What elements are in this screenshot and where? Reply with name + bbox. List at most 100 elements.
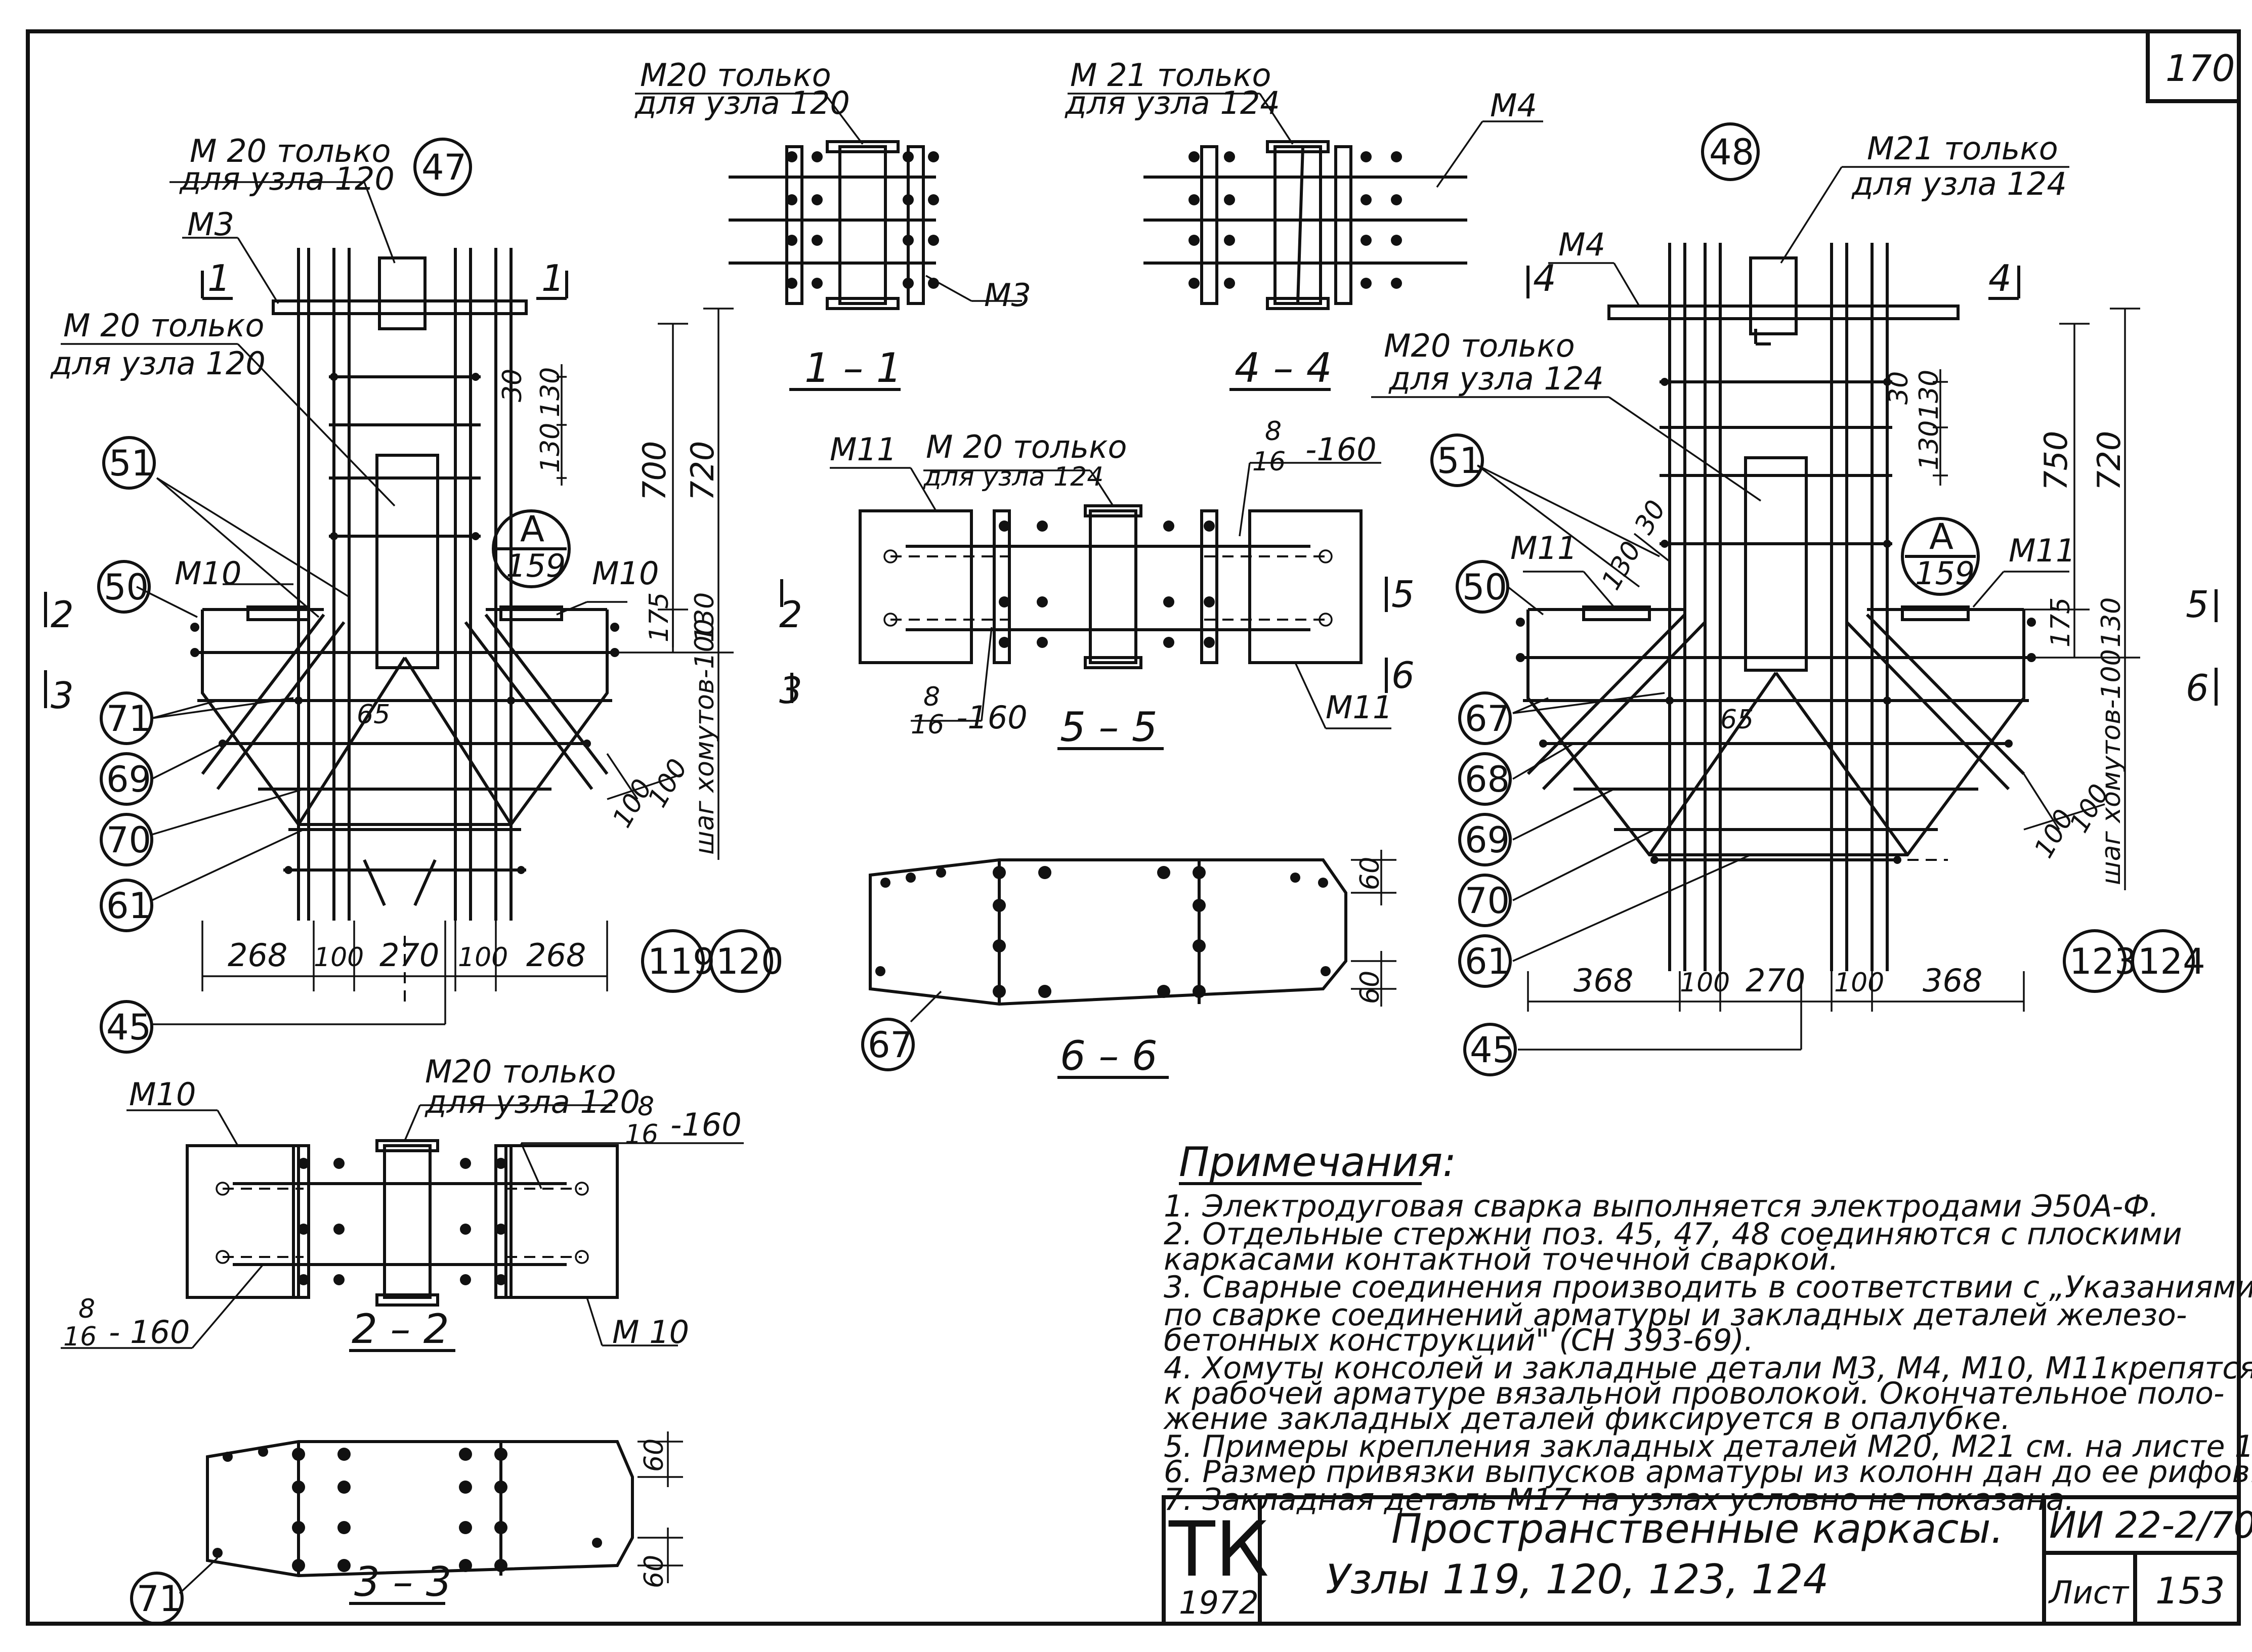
dim-right-130a: 130 xyxy=(1914,370,1944,420)
callout-68-right: 68 xyxy=(1465,759,1510,800)
callout-70-left: 70 xyxy=(106,819,151,861)
callout-67-mid-circle xyxy=(861,1018,915,1071)
rebar-spec-b-bot: 16 xyxy=(911,710,944,740)
label-for-node-120-c: для узла 120 xyxy=(634,84,850,121)
dim-right-65: 65 xyxy=(1720,705,1754,735)
callout-70-right: 70 xyxy=(1465,880,1510,922)
dim-right-30b: 30 xyxy=(1629,495,1672,539)
dim-left-700: 700 xyxy=(636,441,673,501)
callout-50-right: 50 xyxy=(1462,567,1507,608)
rebar-spec-c-top: 8 xyxy=(638,1092,654,1122)
label-m21-only-124-b: М21 только xyxy=(1867,130,2058,167)
note-line-7: 4. Хомуты консолей и закладные детали М3… xyxy=(1164,1351,2252,1386)
label-m20-only-120-d: М20 только xyxy=(425,1053,616,1090)
dim-right-b5: 368 xyxy=(1923,962,1982,999)
section-mark-6-mid: 6 xyxy=(1391,654,1415,697)
section-mark-1-left: 1 xyxy=(207,257,231,299)
section-title-4-4: 4 – 4 xyxy=(1235,344,1332,392)
label-m10-b: М10 xyxy=(592,555,659,592)
title-series: ИИ 22-2/70 xyxy=(2049,1504,2252,1546)
title-block xyxy=(1162,1495,2241,1626)
callout-67-right: 67 xyxy=(1465,698,1510,740)
rebar-spec-a-step: -160 xyxy=(1305,431,1377,468)
detail-ref-sheet-right: 159 xyxy=(1915,555,1975,592)
section-mark-1-right: 1 xyxy=(541,257,565,299)
label-m11-a: М11 xyxy=(830,431,897,468)
label-m20-only-124-a: М 20 только xyxy=(926,428,1127,465)
note-line-4: 3. Сварные соединения производить в соот… xyxy=(1164,1270,2252,1305)
callout-48: 48 xyxy=(1709,132,1754,173)
label-m11-b: М11 xyxy=(1326,689,1392,726)
label-for-node-120-a: для узла 120 xyxy=(179,160,395,197)
left-elevation xyxy=(44,248,619,1007)
label-m20-only-120-a: М 20 только xyxy=(190,133,391,169)
node-120: 120 xyxy=(716,941,784,982)
label-m11-c: М11 xyxy=(1510,530,1577,567)
dim-left-step: шаг хомутов-100 xyxy=(690,619,720,855)
node-123: 123 xyxy=(2069,941,2137,982)
section-2-2 xyxy=(61,1104,744,1352)
label-m11-d: М11 xyxy=(2009,532,2075,569)
dim-right-130b: 130 xyxy=(1914,420,1944,470)
callout-51-right: 51 xyxy=(1437,440,1482,482)
dim-sec66-60a: 60 xyxy=(1355,857,1385,890)
rebar-spec-c-bot: 16 xyxy=(625,1119,658,1150)
detail-ref-sheet-left: 159 xyxy=(506,547,566,584)
dim-left-100b: 100 xyxy=(642,754,694,813)
sheet-frame xyxy=(26,29,2241,1626)
callout-71-mid-circle xyxy=(130,1572,184,1625)
section-mark-2-mid: 2 xyxy=(779,593,802,636)
left-dimensions xyxy=(201,308,734,991)
detail-ref-letter-left: А xyxy=(520,508,544,550)
label-for-node-124-b: для узла 124 xyxy=(1851,165,2067,202)
right-leaders xyxy=(1371,166,2069,1051)
title-logo: ТК xyxy=(1168,1506,1269,1594)
section-6-6 xyxy=(869,850,1396,1079)
dim-left-b4: 100 xyxy=(458,942,508,973)
callout-61-right: 61 xyxy=(1465,941,1510,982)
note-line-10: 5. Примеры крепления закладных деталей М… xyxy=(1164,1429,2252,1464)
right-dimensions xyxy=(1527,308,2140,1012)
label-m3-b: М3 xyxy=(984,277,1031,314)
section-title-6-6: 6 – 6 xyxy=(1060,1032,1158,1079)
dim-left-130c: 130 xyxy=(690,592,720,642)
callout-45-left: 45 xyxy=(106,1007,151,1048)
note-line-2: 2. Отдельные стержни поз. 45, 47, 48 сое… xyxy=(1164,1216,2182,1252)
section-mark-5-right: 5 xyxy=(2186,583,2209,626)
title-sheet-label: Лист xyxy=(2048,1574,2130,1611)
label-for-node-124-a2: для узла 124 xyxy=(923,462,1103,492)
dim-right-130c: 130 xyxy=(2096,597,2127,647)
label-m10-c: М10 xyxy=(129,1076,196,1113)
section-mark-3-mid: 3 xyxy=(779,669,802,712)
section-mark-6-right: 6 xyxy=(2186,667,2209,709)
section-4-4 xyxy=(1068,93,1543,391)
callout-71-mid: 71 xyxy=(137,1578,182,1620)
dim-sec33-60b: 60 xyxy=(639,1555,669,1588)
section-title-5-5: 5 – 5 xyxy=(1060,704,1158,751)
note-line-6: бетонных конструкций" (СН 393-69). xyxy=(1164,1323,1754,1358)
rebar-spec-d-top: 8 xyxy=(78,1294,95,1324)
callout-51-left: 51 xyxy=(109,443,154,484)
rebar-spec-d-step: - 160 xyxy=(109,1314,190,1351)
section-3-3 xyxy=(179,1431,683,1605)
left-callouts xyxy=(97,138,773,1054)
section-mark-5-mid: 5 xyxy=(1391,573,1415,616)
dim-right-720: 720 xyxy=(2091,431,2128,491)
callout-47: 47 xyxy=(421,147,466,188)
dim-left-130b: 130 xyxy=(535,423,566,473)
label-m20-only-120-b: М 20 только xyxy=(63,307,264,344)
note-line-5: по сварке соединений арматуры и закладны… xyxy=(1164,1297,2187,1333)
dim-left-b2: 100 xyxy=(314,942,364,973)
label-for-node-124-b2: для узла 124 xyxy=(1388,360,1604,397)
dim-right-30: 30 xyxy=(1884,371,1914,405)
detail-ref-letter-right: А xyxy=(1929,516,1953,557)
section-5-5 xyxy=(780,462,1391,750)
dim-left-720: 720 xyxy=(684,441,721,501)
dim-right-750: 750 xyxy=(2037,431,2074,491)
right-callouts xyxy=(1430,122,2195,1076)
label-for-node-124-a: для узла 124 xyxy=(1065,84,1280,121)
label-m4-a: М4 xyxy=(1490,87,1537,124)
rebar-spec-c-step: -160 xyxy=(670,1106,742,1143)
section-title-1-1: 1 – 1 xyxy=(804,344,902,392)
